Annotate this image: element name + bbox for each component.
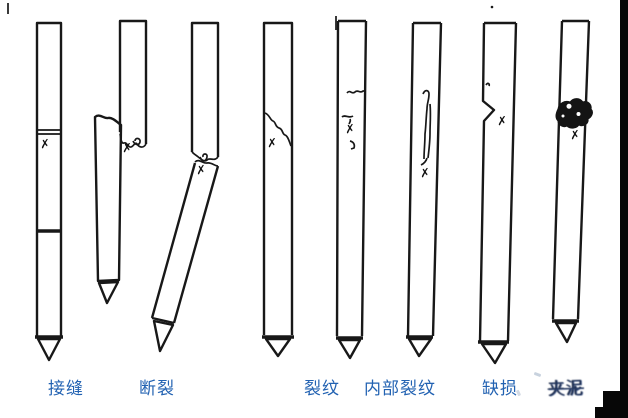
pile-body xyxy=(335,19,368,337)
label-joint-seam: 接缝 xyxy=(48,379,84,399)
seam-line-upper xyxy=(37,129,61,135)
pile-body xyxy=(35,21,63,336)
upper-piece xyxy=(118,19,148,144)
right-border-bar xyxy=(620,0,628,418)
figure-fracture-offset-pile: ✗ xyxy=(93,19,148,305)
pile-tip xyxy=(97,280,120,305)
defect-marker: ✗ xyxy=(496,114,507,129)
crack-middle xyxy=(341,115,354,125)
label-fracture: 断裂 xyxy=(139,379,175,399)
figure-crack-pile: ✗ xyxy=(335,19,368,360)
figure-joint-seam-pile: ✗ xyxy=(35,21,63,362)
crack-lower xyxy=(349,140,356,150)
crack-upper xyxy=(346,90,366,94)
upper-piece xyxy=(190,21,220,157)
label-notch-defect: 缺损 xyxy=(482,379,518,399)
lower-piece-tilted xyxy=(150,162,220,325)
internal-crack-foot xyxy=(420,157,428,166)
pile-tip xyxy=(337,338,362,360)
edge-tick xyxy=(485,82,491,87)
pile-tip xyxy=(36,337,62,362)
defect-marker: ✗ xyxy=(39,136,51,151)
break-scribble xyxy=(132,137,141,146)
stray-tick-marks xyxy=(7,3,337,30)
pile-tip xyxy=(152,319,175,353)
figure-fracture-tilted-pile: ✗ xyxy=(150,21,220,353)
break-scribble xyxy=(199,153,208,162)
break-edge xyxy=(119,133,147,148)
pile-body xyxy=(406,21,443,337)
lower-piece-break-edge xyxy=(194,159,219,167)
defect-marker: ✗ xyxy=(121,141,132,156)
pile-tip xyxy=(554,321,578,344)
defect-marker: ✗ xyxy=(195,162,207,177)
crack-path xyxy=(264,112,292,147)
pile-tip xyxy=(480,342,508,365)
internal-crack-right xyxy=(427,103,432,159)
lower-piece xyxy=(93,114,123,283)
figure-internal-crack-pile: ✗ xyxy=(406,21,443,358)
label-mud-inclusion-obscured: 夹泥 xyxy=(547,378,585,400)
internal-crack-left xyxy=(422,89,430,160)
pile-body xyxy=(478,21,518,342)
label-internal-crack: 内部裂纹 xyxy=(364,379,436,399)
pile-body xyxy=(551,19,591,320)
defect-marker: ✗ xyxy=(569,127,581,142)
label-crack: 裂纹 xyxy=(304,379,340,399)
corner-black-block-foot xyxy=(595,407,628,418)
figure-mud-inclusion-pile: ✗ xyxy=(551,19,593,344)
pile-tip xyxy=(407,337,433,358)
stray-dot xyxy=(490,5,494,9)
pile-tip xyxy=(264,337,292,358)
defect-marker: ✗ xyxy=(266,136,277,151)
figure-notch-defect-pile: ✗ xyxy=(478,21,518,365)
figure-edge-crack-pile: ✗ xyxy=(262,21,294,358)
inclusion-blob xyxy=(555,98,593,129)
defect-marker: ✗ xyxy=(344,121,356,136)
defect-marker: ✗ xyxy=(419,165,431,180)
pile-body xyxy=(262,21,294,335)
